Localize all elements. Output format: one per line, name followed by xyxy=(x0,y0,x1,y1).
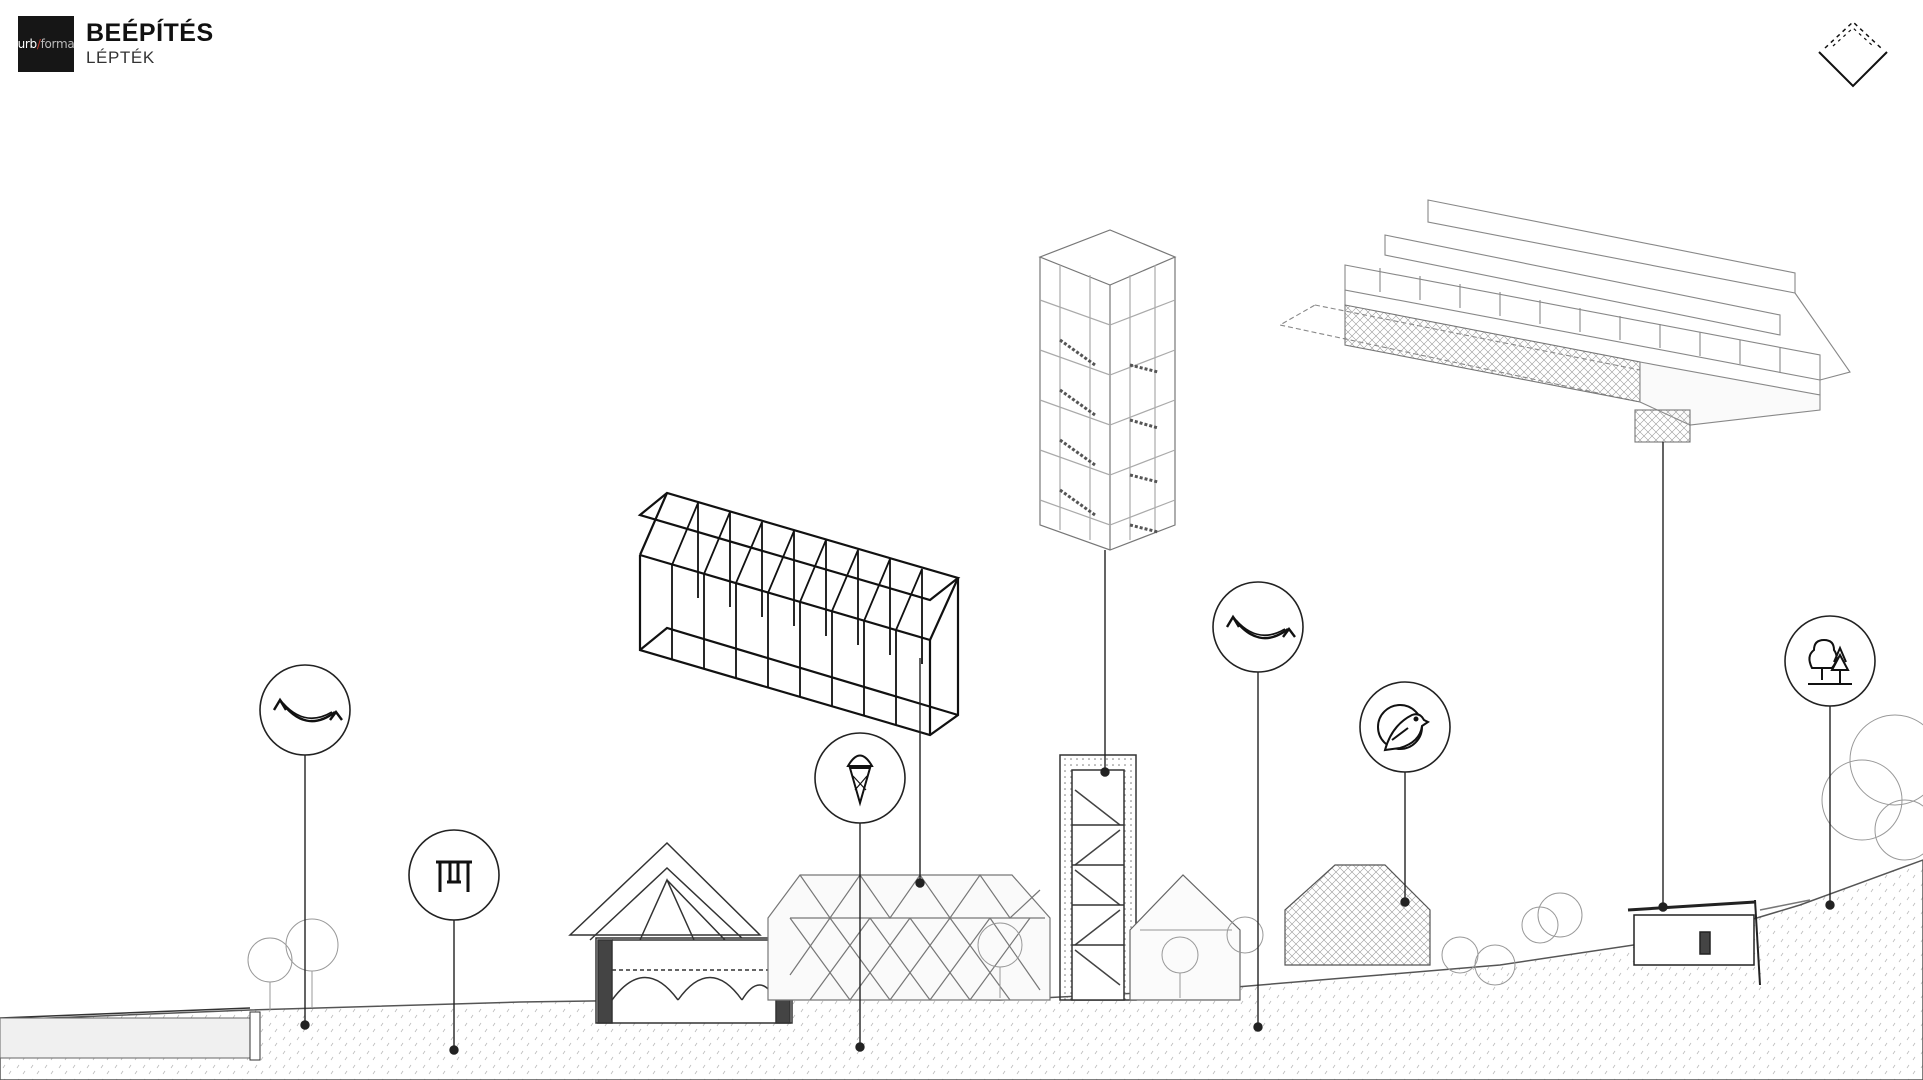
bird-pin[interactable] xyxy=(1359,681,1451,773)
header: urb/forma BEÉPÍTÉS LÉPTÉK xyxy=(18,16,214,72)
swing-pin[interactable] xyxy=(408,829,500,921)
hammock-pin-left[interactable] xyxy=(259,664,351,756)
tower-axonometric xyxy=(1038,229,1177,551)
ground xyxy=(0,859,1923,1080)
hammock-icon xyxy=(1225,614,1296,640)
hut-section xyxy=(1284,864,1431,966)
hammock-pin-right[interactable] xyxy=(1212,581,1304,673)
tower-section xyxy=(1059,754,1137,1001)
logo-text-b: forma xyxy=(40,37,75,51)
logo-text-slash: / xyxy=(36,37,41,51)
logo-text-a: urb xyxy=(17,37,38,51)
barn-section xyxy=(568,841,793,1024)
ice-cream-icon xyxy=(846,754,874,807)
ice-cream-pin[interactable] xyxy=(814,732,906,824)
longhouse-axonometric xyxy=(1278,199,1851,443)
hammock-icon xyxy=(272,697,343,723)
leader-lines xyxy=(300,442,1835,1055)
bird-icon xyxy=(1377,704,1430,752)
trees-icon xyxy=(1808,638,1852,685)
logo: urb/forma xyxy=(17,16,75,72)
pavilion-section xyxy=(1627,899,1811,986)
greenhouse-section xyxy=(767,873,1051,1001)
trees xyxy=(247,714,1923,1010)
page-subtitle: LÉPTÉK xyxy=(86,48,155,67)
swing-icon xyxy=(436,860,472,892)
diamond-chevron-icon[interactable] xyxy=(1813,18,1893,90)
trees-pin[interactable] xyxy=(1784,615,1876,707)
page-title: BEÉPÍTÉS xyxy=(86,19,214,47)
greenhouse-axonometric xyxy=(637,491,961,737)
